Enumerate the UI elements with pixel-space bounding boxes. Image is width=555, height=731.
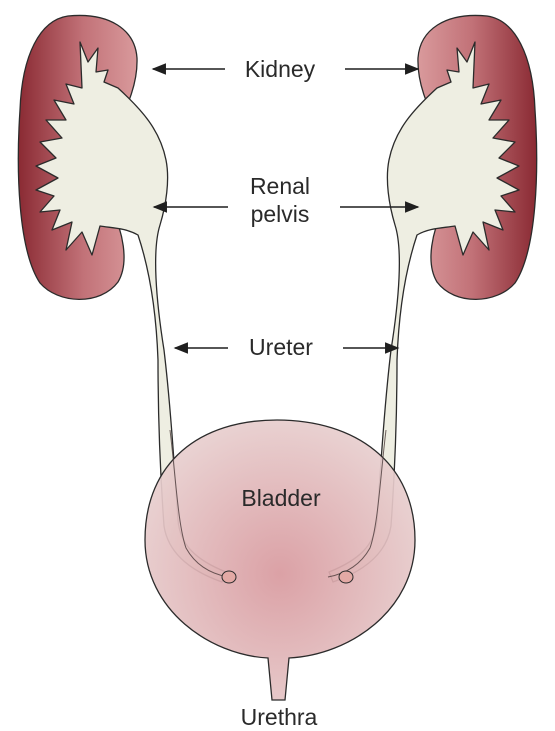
renal-pelvis-label-line1: Renal: [232, 172, 328, 200]
left-ureteric-orifice: [222, 571, 236, 583]
bladder-label: Bladder: [228, 484, 334, 512]
bladder: [145, 420, 415, 700]
bladder-body: [145, 420, 415, 700]
ureter-label: Ureter: [236, 333, 326, 361]
renal-pelvis-label-line2: pelvis: [232, 200, 328, 228]
right-ureteric-orifice: [339, 571, 353, 583]
kidney-label: Kidney: [235, 55, 325, 83]
renal-pelvis-label: Renal pelvis: [232, 172, 328, 228]
urethra-label: Urethra: [226, 703, 332, 731]
